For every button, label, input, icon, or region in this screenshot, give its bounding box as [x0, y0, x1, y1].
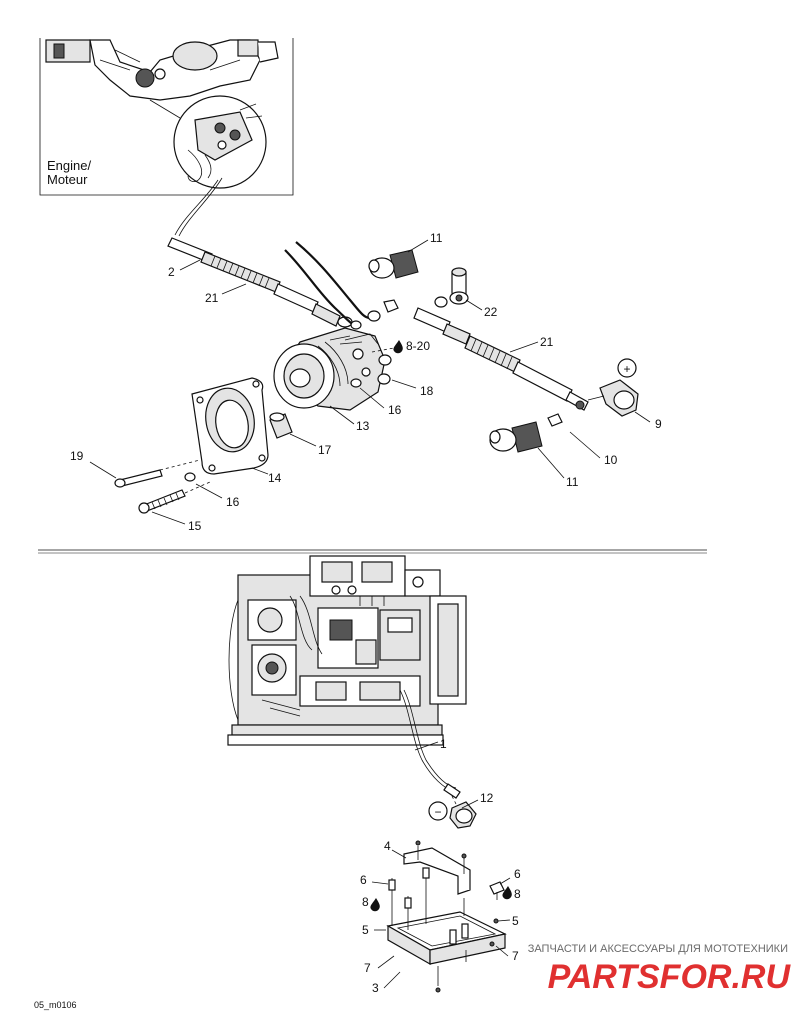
callout-1: 1 [440, 737, 447, 751]
washer-18-upper [378, 354, 392, 366]
callout-8-20: 8-20 [406, 339, 430, 353]
watermark: ЗАПЧАСТИ И АКСЕССУАРЫ ДЛЯ МОТОТЕХНИКИ PA… [528, 943, 792, 996]
engine-inset: Engine/ Moteur [39, 38, 294, 196]
positive-symbol-circle [617, 358, 637, 378]
negative-symbol-circle [428, 801, 448, 821]
washer-18 [377, 373, 391, 385]
callout-8-left: 8 [362, 895, 369, 909]
washer-22 [434, 296, 448, 308]
elbow-fitting [449, 267, 469, 305]
document-code: 05_m0106 [34, 1000, 77, 1010]
washer-16-lower [184, 472, 196, 482]
inset-label-moteur: Moteur [47, 172, 88, 187]
callout-6-left: 6 [360, 873, 367, 887]
nut [383, 299, 399, 313]
nut-10 [547, 413, 563, 427]
cable-from-inset [174, 179, 219, 236]
callout-2: 2 [168, 265, 175, 279]
negative-clamp: − [428, 801, 477, 829]
inset-detail-terminals [187, 103, 263, 182]
callout-12: 12 [480, 791, 494, 805]
callout-7-left: 7 [364, 961, 371, 975]
callout-11-bottom: 11 [566, 475, 579, 489]
mounting-flange [191, 377, 269, 475]
bushing [269, 412, 293, 439]
inset-label-engine: Engine/ [47, 158, 91, 173]
ground-cable [399, 689, 455, 793]
watermark-tagline: ЗАПЧАСТИ И АКСЕССУАРЫ ДЛЯ МОТОТЕХНИКИ [528, 943, 788, 955]
callout-3: 3 [372, 981, 379, 995]
callout-5-right: 5 [512, 914, 519, 928]
engine-assembly [227, 555, 467, 746]
callout-15: 15 [188, 519, 202, 533]
ground-terminal [443, 783, 461, 799]
callout-9: 9 [655, 417, 662, 431]
callout-21-left: 21 [205, 291, 219, 305]
starter-motor [273, 327, 386, 411]
screw-19 [114, 459, 201, 488]
callout-10: 10 [604, 453, 618, 467]
terminal-cap-top [368, 249, 419, 279]
wire-a [295, 241, 371, 320]
callout-19: 19 [70, 449, 84, 463]
callout-4: 4 [384, 839, 391, 853]
callout-14: 14 [268, 471, 282, 485]
positive-symbol: + [623, 362, 630, 376]
callout-16-upper: 16 [388, 403, 402, 417]
callout-8-right: 8 [514, 887, 521, 901]
callout-18: 18 [420, 384, 434, 398]
callout-22: 22 [484, 305, 498, 319]
grease-drop-icon [393, 340, 403, 354]
positive-clamp: + [587, 358, 639, 417]
callouts: 2 21 11 22 21 8-20 18 16 13 17 9 10 11 1… [70, 231, 662, 995]
callout-17: 17 [318, 443, 332, 457]
callout-11-top: 11 [430, 231, 443, 245]
washer-16 [350, 378, 362, 388]
callout-5-left: 5 [362, 923, 369, 937]
callout-7-right: 7 [512, 949, 519, 963]
negative-symbol: − [434, 805, 441, 819]
callout-6-right: 6 [514, 867, 521, 881]
leader-lines-upper [89, 239, 651, 525]
threadlock-drop-icon-left [370, 898, 380, 912]
bolt-15 [138, 481, 211, 514]
inset-engine-drawing [45, 39, 279, 101]
threadlock-drop-icon-right [502, 886, 512, 900]
watermark-logo: PARTSFOR.RU [548, 958, 792, 996]
cable-rod-right [413, 307, 589, 411]
callout-21-right: 21 [540, 335, 554, 349]
leader-lines-lower [371, 741, 511, 989]
callout-16-lower: 16 [226, 495, 240, 509]
terminal-cap-bottom [489, 421, 543, 453]
inset-frame [39, 38, 294, 196]
callout-13: 13 [356, 419, 370, 433]
battery-tray [386, 840, 507, 993]
cable-rod-left [167, 237, 353, 328]
